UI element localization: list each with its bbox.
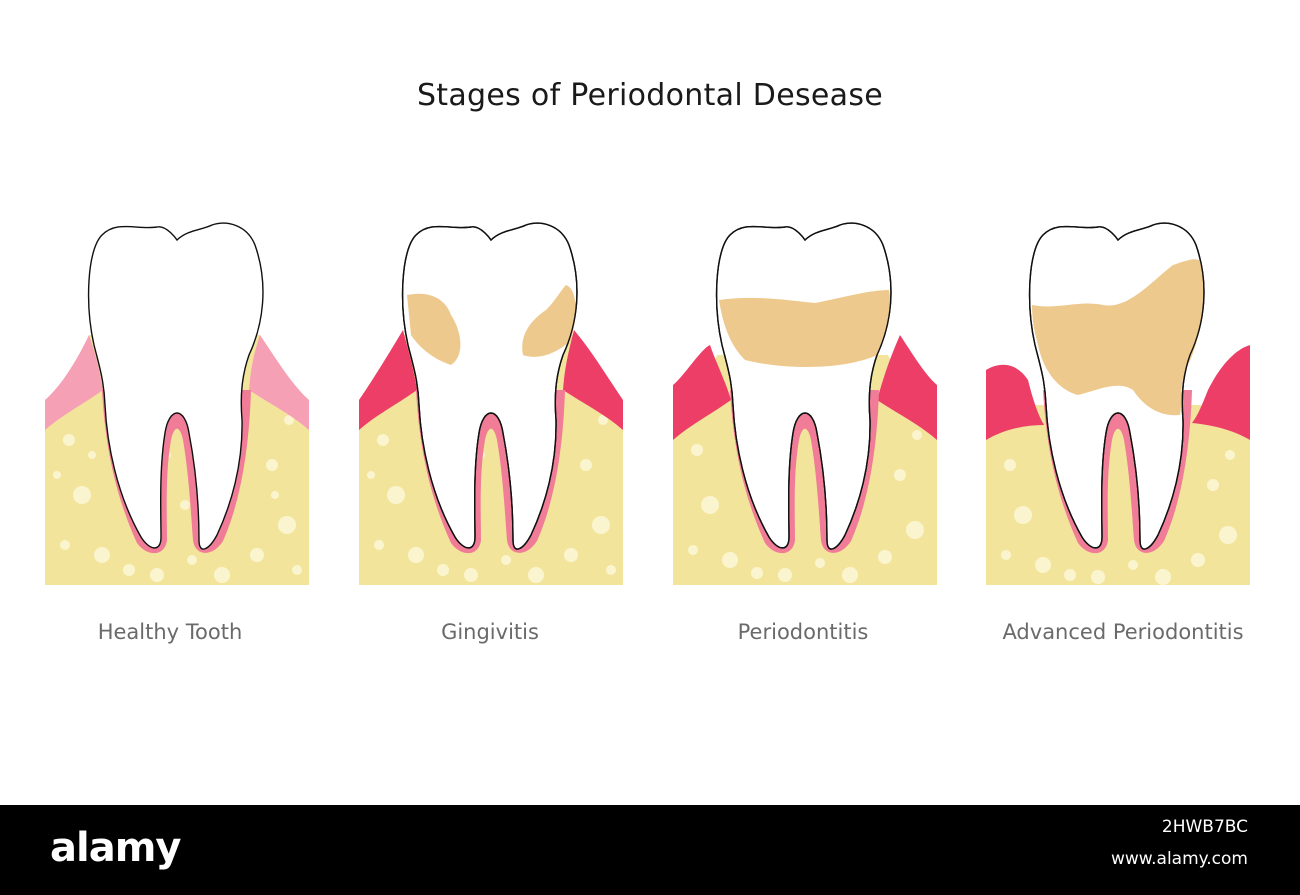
stage-gingivitis xyxy=(359,222,623,585)
gum-tissue-right xyxy=(877,335,937,440)
stock-url: www.alamy.com xyxy=(1110,849,1248,869)
gum-tissue-right xyxy=(563,330,623,430)
stage-healthy-tooth xyxy=(45,222,309,585)
tartar-band xyxy=(719,290,891,367)
bone-spots xyxy=(688,430,924,583)
stage-label-advanced-periodontitis: Advanced Periodontitis xyxy=(1002,620,1244,644)
stage-advanced-periodontitis xyxy=(986,222,1250,585)
stage-label-healthy-tooth: Healthy Tooth xyxy=(97,620,243,644)
diagram-title: Stages of Periodontal Desease xyxy=(416,78,884,114)
watermark-footer: alamy 2HWB7BC www.alamy.com xyxy=(0,805,1300,895)
bone-spots xyxy=(367,415,616,583)
gum-tissue xyxy=(673,345,731,440)
gum-tissue xyxy=(45,335,103,430)
gum-tissue xyxy=(359,330,417,430)
gum-tissue-right xyxy=(249,335,309,430)
image-id: 2HWB7BC xyxy=(1161,817,1248,837)
plaque-right xyxy=(522,285,576,357)
tartar-heavy xyxy=(1032,259,1204,416)
stage-periodontitis xyxy=(673,222,937,585)
bone-spots xyxy=(1001,450,1237,585)
gum-tissue xyxy=(986,364,1044,440)
bone-block xyxy=(986,405,1250,585)
stage-label-gingivitis: Gingivitis xyxy=(441,620,539,644)
alamy-logo: alamy xyxy=(50,825,181,871)
gum-tissue-right xyxy=(1192,345,1250,440)
plaque-left xyxy=(407,293,461,365)
bone-spots xyxy=(53,415,302,583)
stage-label-periodontitis: Periodontitis xyxy=(737,620,869,644)
